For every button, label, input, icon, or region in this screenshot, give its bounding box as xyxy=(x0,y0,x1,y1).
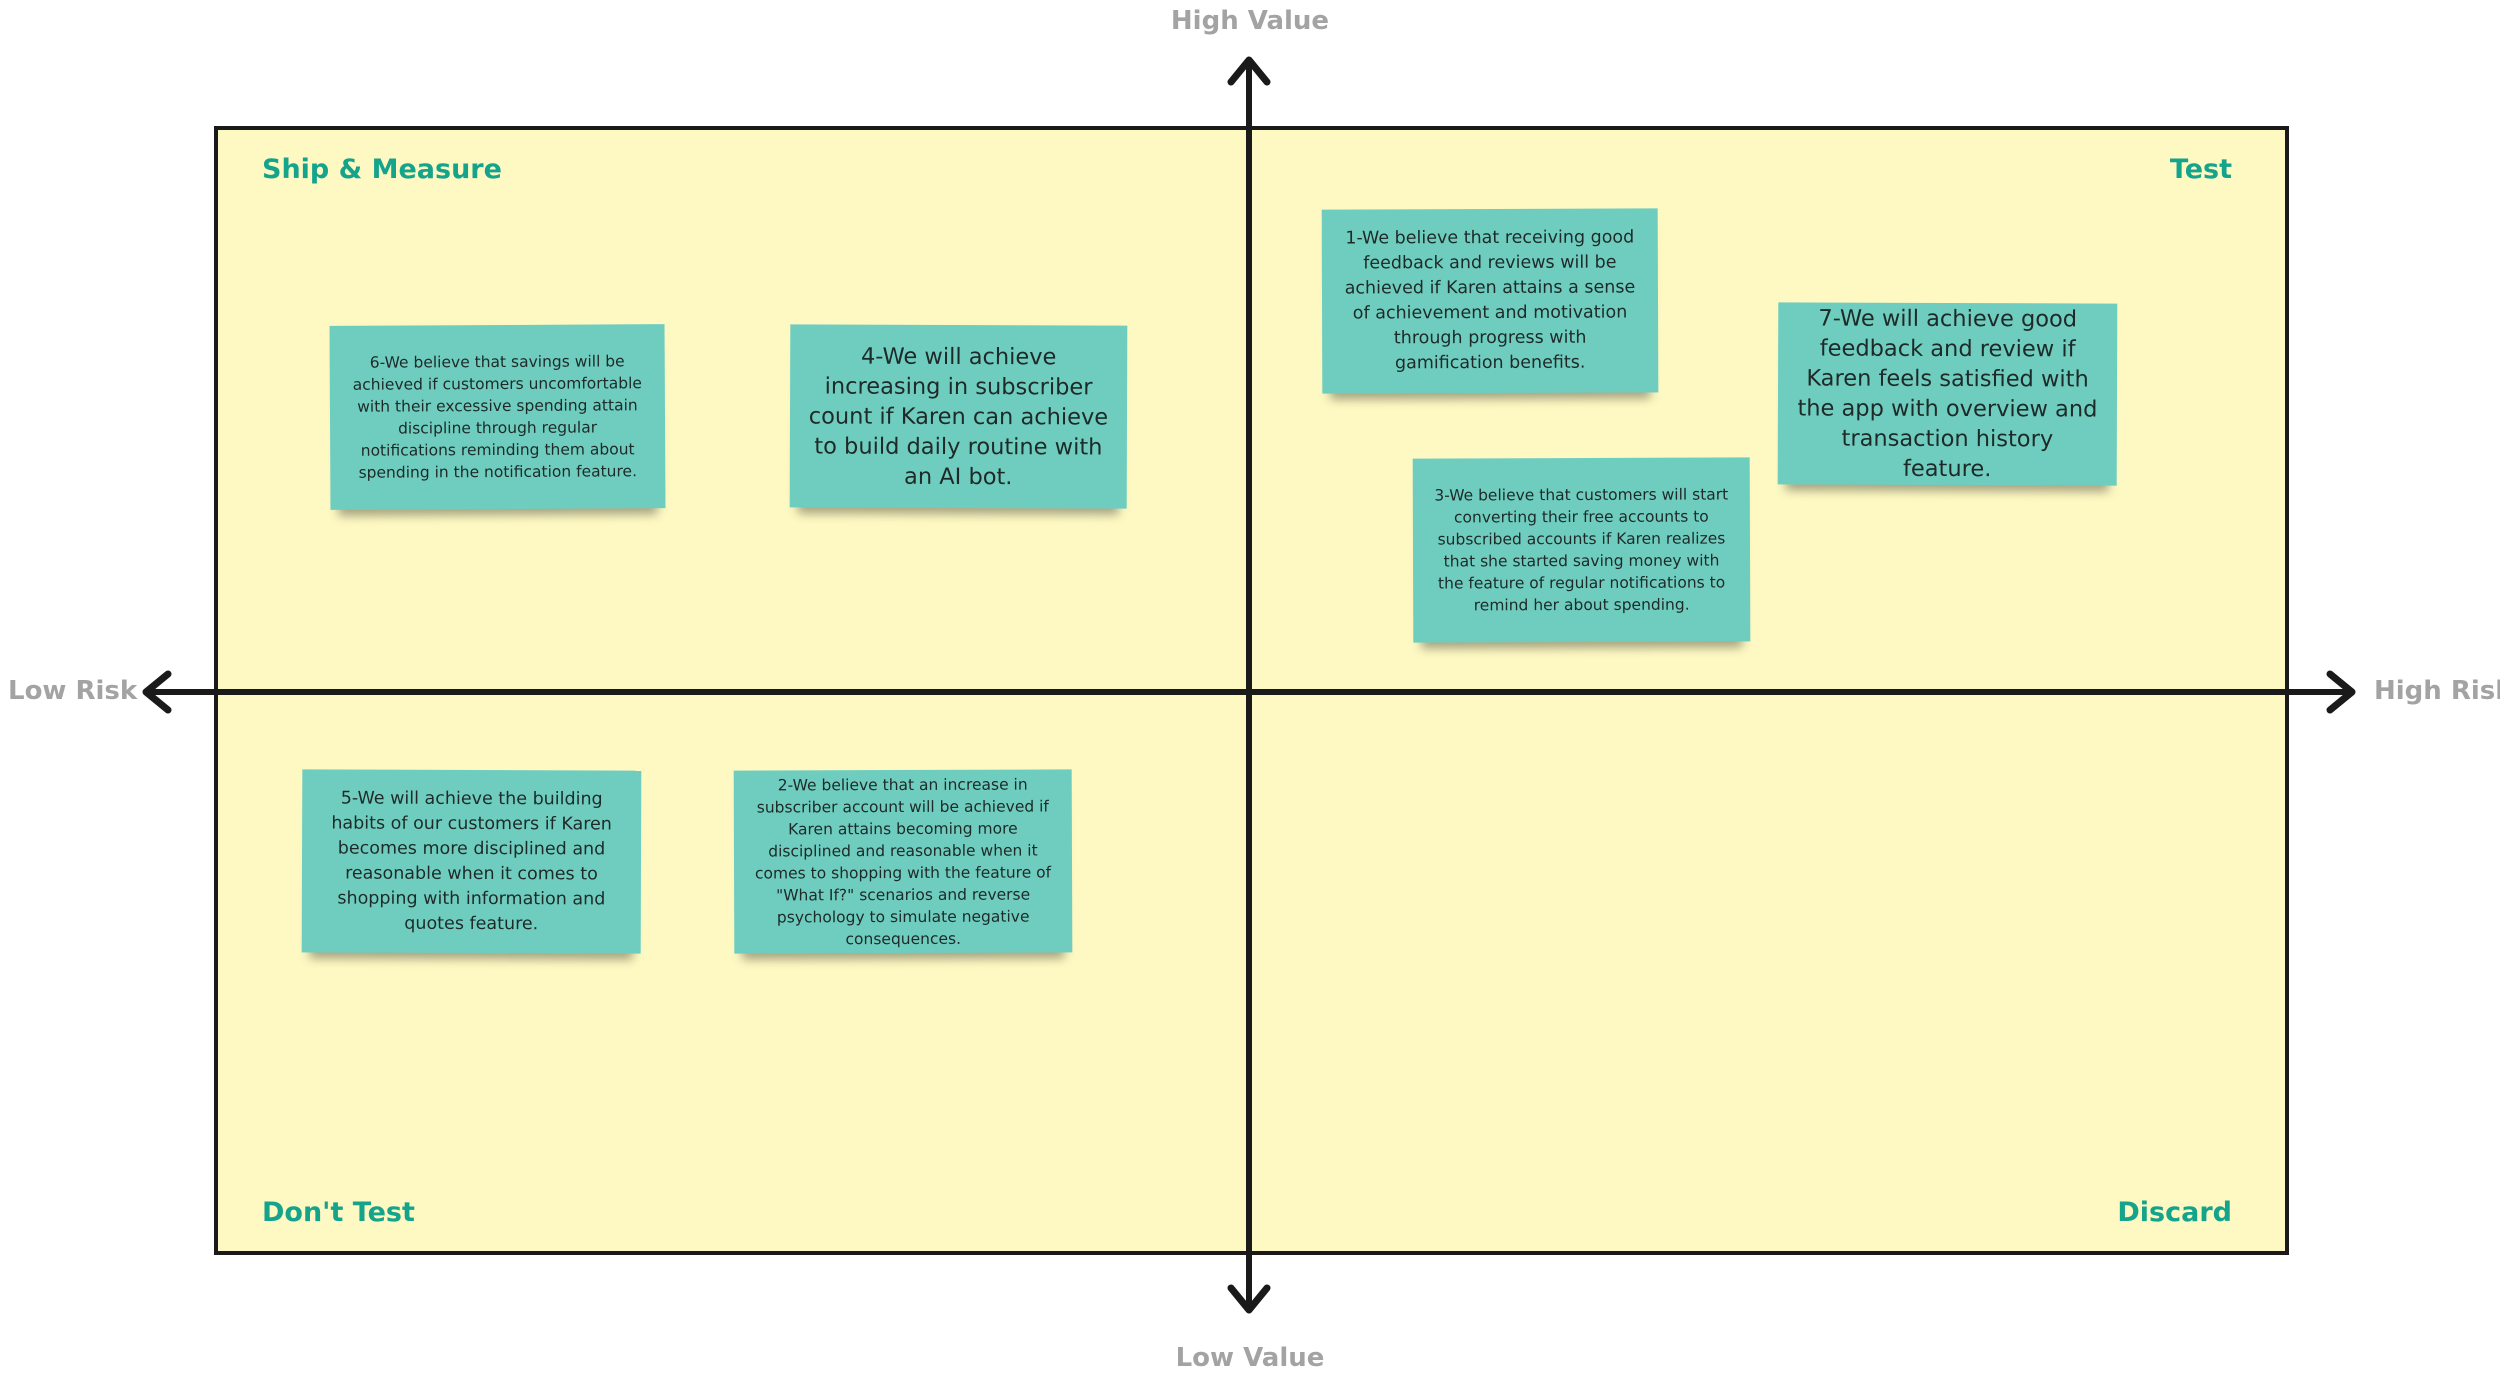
axis-label-high-value: High Value xyxy=(1170,6,1330,36)
arrow-down-icon xyxy=(1227,1284,1271,1314)
arrow-right-icon xyxy=(2326,670,2356,714)
quadrant-title-dont-test: Don't Test xyxy=(262,1197,415,1228)
sticky-note-text: 6-We believe that savings will be achiev… xyxy=(352,352,642,482)
sticky-note-4[interactable]: 4-We will achieve increasing in subscrib… xyxy=(789,324,1128,509)
quadrant-title-discard: Discard xyxy=(2117,1197,2232,1228)
arrow-left-icon xyxy=(142,670,172,714)
axis-label-high-risk: High Risk xyxy=(2374,676,2500,706)
axis-label-low-risk: Low Risk xyxy=(8,676,138,706)
sticky-note-text: 1-We believe that receiving good feedbac… xyxy=(1344,227,1636,374)
axis-label-low-value: Low Value xyxy=(1175,1343,1325,1373)
sticky-note-text: 7-We will achieve good feedback and revi… xyxy=(1797,305,2098,483)
arrow-up-icon xyxy=(1227,56,1271,86)
sticky-note-5[interactable]: 5-We will achieve the building habits of… xyxy=(301,769,642,954)
sticky-note-text: 4-We will achieve increasing in subscrib… xyxy=(808,343,1109,490)
sticky-note-text: 3-We believe that customers will start c… xyxy=(1434,485,1729,615)
matrix-board xyxy=(214,126,2289,1255)
quadrant-title-test: Test xyxy=(2169,154,2232,185)
quadrant-title-ship-measure: Ship & Measure xyxy=(262,154,502,185)
sticky-note-7[interactable]: 7-We will achieve good feedback and revi… xyxy=(1777,302,2118,486)
sticky-note-2[interactable]: 2-We believe that an increase in subscri… xyxy=(733,769,1073,954)
sticky-note-3[interactable]: 3-We believe that customers will start c… xyxy=(1412,457,1751,643)
sticky-note-1[interactable]: 1-We believe that receiving good feedbac… xyxy=(1321,208,1659,394)
sticky-note-6[interactable]: 6-We believe that savings will be achiev… xyxy=(329,324,666,510)
sticky-note-text: 5-We will achieve the building habits of… xyxy=(331,788,612,934)
sticky-note-text: 2-We believe that an increase in subscri… xyxy=(754,775,1052,948)
